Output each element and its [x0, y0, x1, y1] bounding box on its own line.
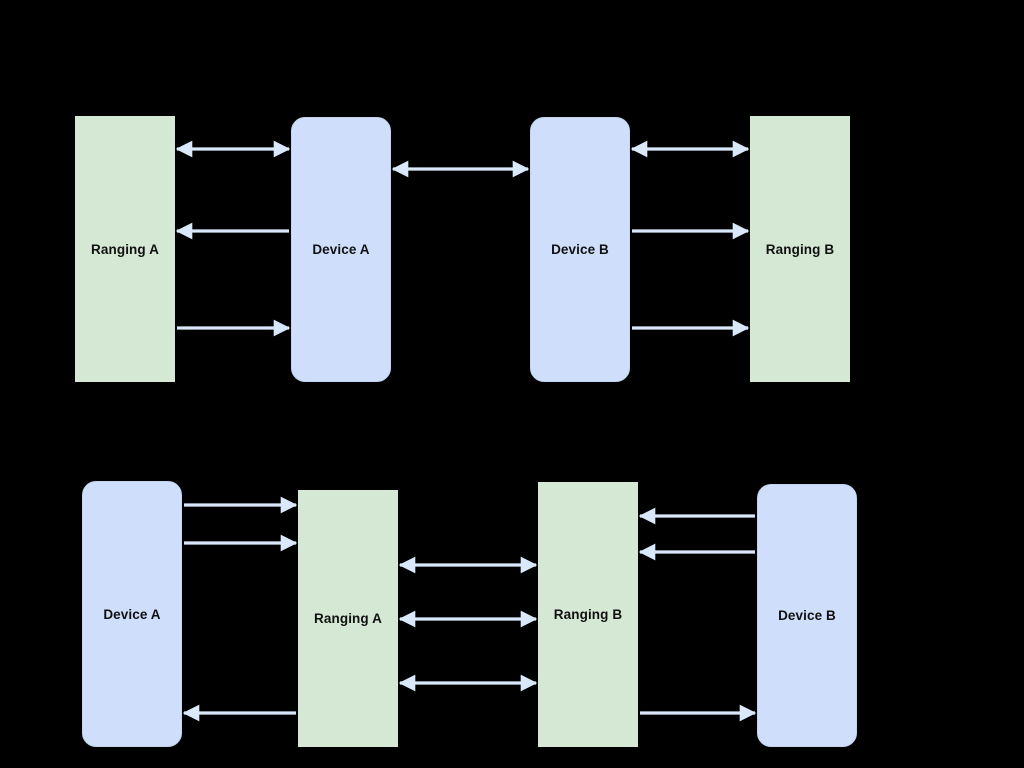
node-top-device-a[interactable]: Device A — [291, 117, 391, 382]
node-label-top-ranging-b: Ranging B — [765, 241, 835, 257]
node-label-bot-device-b: Device B — [778, 608, 836, 623]
node-top-ranging-a[interactable]: Ranging A — [75, 116, 175, 382]
node-bot-device-b[interactable]: Device B — [757, 484, 857, 747]
node-bot-device-a[interactable]: Device A — [82, 481, 182, 747]
node-label-top-device-a: Device A — [312, 242, 370, 257]
node-label-bot-ranging-a: Ranging A — [314, 611, 382, 626]
node-label-top-device-b: Device B — [551, 242, 609, 257]
node-top-ranging-b[interactable]: Ranging B — [750, 116, 850, 382]
node-label-bot-ranging-b: Ranging B — [553, 607, 623, 622]
node-top-device-b[interactable]: Device B — [530, 117, 630, 382]
node-label-top-ranging-a: Ranging A — [91, 241, 159, 257]
node-label-bot-device-a: Device A — [103, 606, 161, 622]
node-bot-ranging-b[interactable]: Ranging B — [538, 482, 638, 747]
node-bot-ranging-a[interactable]: Ranging A — [298, 490, 398, 747]
